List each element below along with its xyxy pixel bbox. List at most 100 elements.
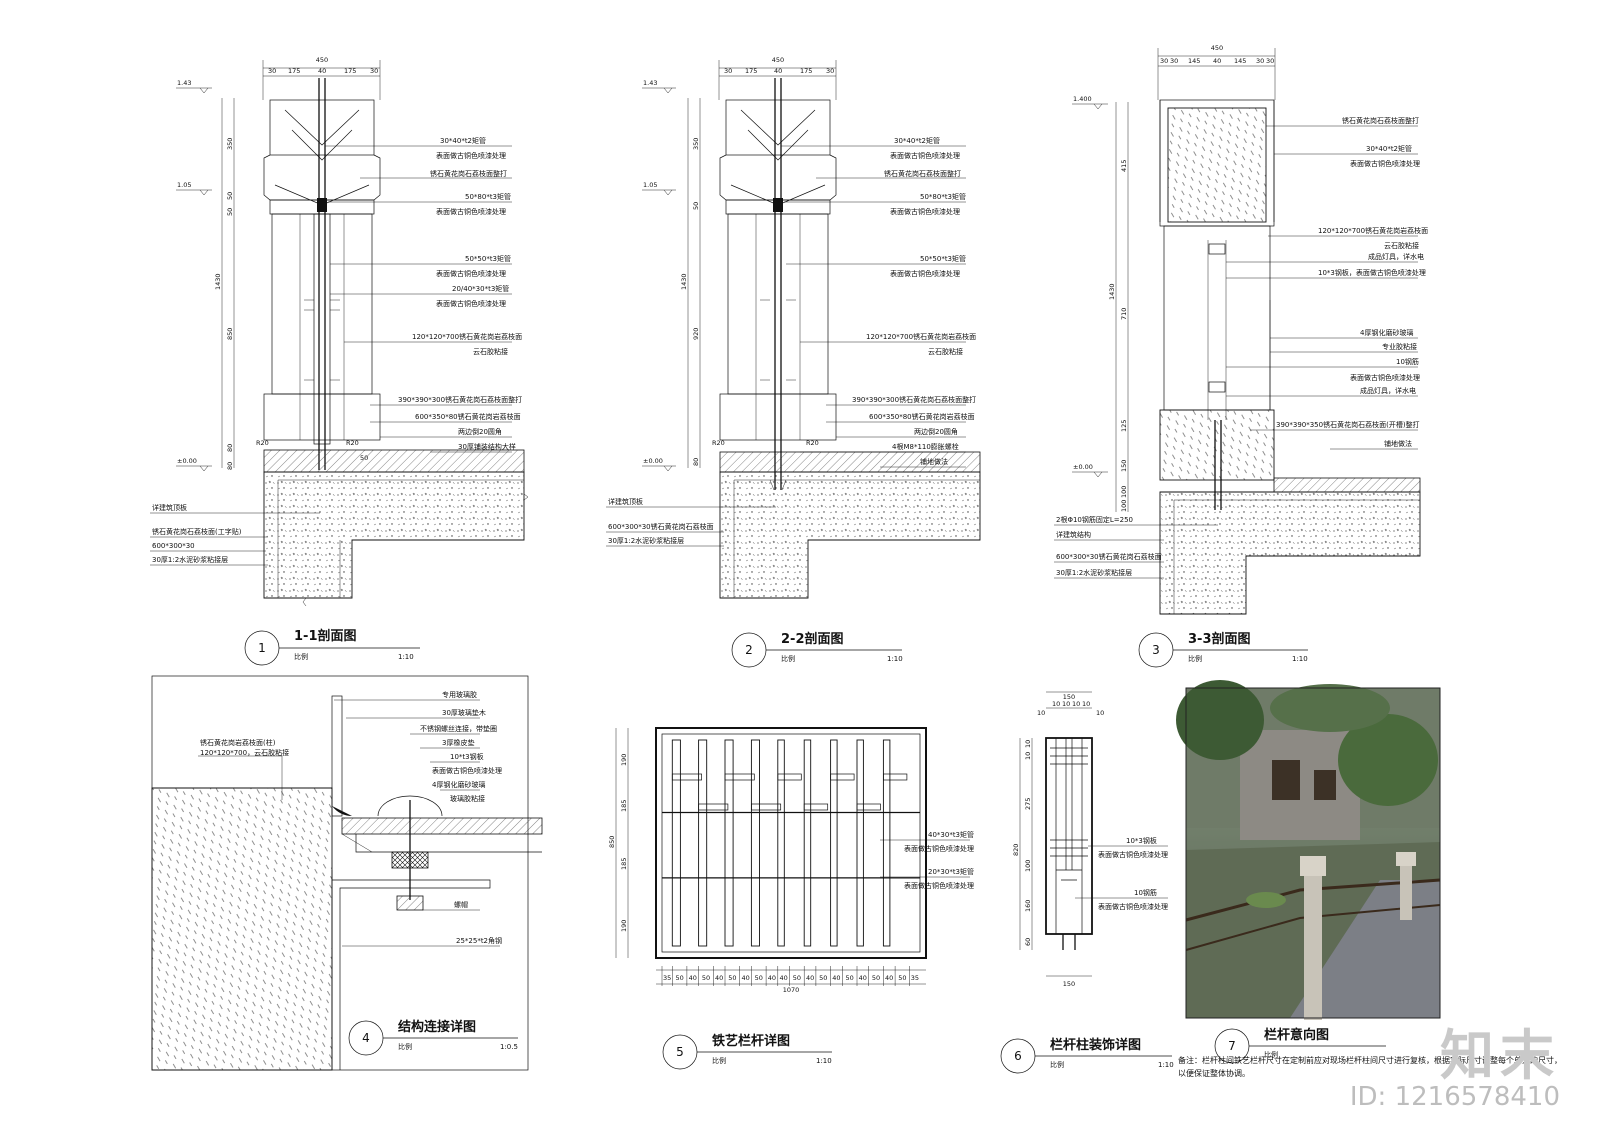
dim: 850 <box>226 328 234 340</box>
sec3-left-annotations: 2根Φ10钢筋固定L=250 详建筑结构 600*300*30锈石黄花岗石荔枝面… <box>1054 515 1218 579</box>
level-mark: ±0.00 <box>643 457 663 465</box>
annotation: 专用玻璃胶 <box>442 690 477 699</box>
annotation: 锈石黄花岗石荔枝面整打 <box>1342 116 1419 125</box>
dim: 190 <box>620 754 628 766</box>
scale-value: 1:10 <box>1292 655 1308 663</box>
drawing-number: 1 <box>258 641 266 655</box>
det5-title-block: 5 铁艺栏杆详图 比例 1:10 <box>662 1033 832 1070</box>
railing-bar <box>803 739 812 947</box>
dim: 50 <box>755 974 763 982</box>
sec3-top-dims: 450 30 30 145 40 145 30 30 <box>1160 44 1274 65</box>
annotation: 表面做古铜色喷漆处理 <box>1350 159 1420 168</box>
drawing-title: 2-2剖面图 <box>781 631 844 647</box>
radius-label: R20 <box>346 439 359 447</box>
railing-crossbar <box>724 773 755 781</box>
annotation: 螺帽 <box>454 900 468 909</box>
scale-label: 比例 <box>781 654 795 663</box>
annotation: 表面做古铜色喷漆处理 <box>436 299 506 308</box>
annotation: 600*300*30锈石黄花岗石荔枝面 <box>1056 552 1162 561</box>
dim: 150 <box>1063 980 1075 988</box>
watermark: 知末 ID: 1216578410 <box>1350 1029 1560 1112</box>
railing-bar <box>671 739 681 947</box>
railing-bar <box>698 739 708 947</box>
scale-value: 1:0.5 <box>500 1043 518 1051</box>
watermark-logo: 知末 <box>1440 1024 1560 1088</box>
dim: 185 <box>620 800 628 812</box>
sec2-slab <box>719 451 981 599</box>
railing-bar <box>750 739 760 947</box>
annotation: 表面做古铜色喷漆处理 <box>904 844 974 853</box>
dim: 50 <box>702 974 710 982</box>
dim: 80 <box>226 462 234 470</box>
detail-5-iron-railing: 190 185 850 185 190 35 50 40 50 40 50 40 50 40 40… <box>608 727 974 1070</box>
dim: 50 <box>819 974 827 982</box>
dim: 50 <box>845 974 853 982</box>
sec1-annotations: 30*40*t2矩管 表面做古铜色喷漆处理 锈石黄花岗石荔枝面整打 50*80*… <box>325 136 522 453</box>
annotation: 30厚铺装结构大样 <box>458 442 516 451</box>
drawing-number: 2 <box>745 643 753 657</box>
drawing-number: 7 <box>1228 1039 1236 1053</box>
annotation: 云石胶粘接 <box>1384 241 1419 250</box>
sec2-top-dims: 450 30 175 40 175 30 <box>724 56 834 75</box>
sec3-vert-dims: 415 1430 710 125 150 100 100 <box>1108 160 1128 512</box>
dim: 30 <box>1256 57 1264 65</box>
dim: 175 <box>745 67 757 75</box>
dim: 40 <box>806 974 814 982</box>
railing-crossbar <box>777 773 802 781</box>
scale-label: 比例 <box>398 1042 412 1051</box>
dim: 175 <box>800 67 812 75</box>
det5-annotations: 40*30*t3矩管 表面做古铜色喷漆处理 20*30*t3矩管 表面做古铜色喷… <box>880 830 974 890</box>
level-mark: 1.43 <box>643 79 657 87</box>
dim: 125 <box>1120 420 1128 432</box>
sec2-column: R20 R20 <box>712 78 837 490</box>
dim: 50 <box>226 208 234 216</box>
dim: 10 <box>1072 700 1080 708</box>
dim: 350 <box>226 138 234 150</box>
dim: 40 <box>885 974 893 982</box>
sec1-vert-dims: 350 50 50 1430 850 80 80 <box>214 138 234 470</box>
sec3-column <box>1159 99 1275 510</box>
drawing-title: 结构连接详图 <box>398 1019 476 1035</box>
drawing-number: 5 <box>676 1045 684 1059</box>
level-mark: 1.05 <box>177 181 191 189</box>
dim: 40 <box>832 974 840 982</box>
railing-crossbar <box>883 773 908 781</box>
drawing-title: 1-1剖面图 <box>294 628 357 644</box>
annotation: 锈石黄花岗石荔枝面整打 <box>884 169 961 178</box>
dim: 40 <box>859 974 867 982</box>
dim: 30 <box>724 67 732 75</box>
scale-value: 1:10 <box>398 653 414 661</box>
railing-crossbar <box>698 803 729 811</box>
railing-crossbar <box>830 773 855 781</box>
dim: 40 <box>1213 57 1221 65</box>
level-mark: 1.43 <box>177 79 191 87</box>
annotation: 表面做古铜色喷漆处理 <box>1098 850 1168 859</box>
railing-bar <box>882 739 891 947</box>
drawing-title: 铁艺栏杆详图 <box>711 1033 790 1049</box>
annotation: 4根M8*110膨胀螺栓 <box>892 442 959 451</box>
dim: 40 <box>689 974 697 982</box>
dim: 35 <box>663 974 671 982</box>
sec3-annotations: 锈石黄花岗石荔枝面整打 30*40*t2矩管 表面做古铜色喷漆处理 120*12… <box>1226 116 1428 450</box>
dim: 185 <box>620 858 628 870</box>
dim: 850 <box>608 836 616 848</box>
dim: 10 <box>1037 709 1045 717</box>
annotation: 50*50*t3矩管 <box>920 254 966 263</box>
annotation: 玻璃胶粘接 <box>450 794 485 803</box>
drawing-title: 3-3剖面图 <box>1188 631 1251 647</box>
dim: 40 <box>715 974 723 982</box>
scale-label: 比例 <box>294 652 308 661</box>
dim: 50 <box>872 974 880 982</box>
det4-title-block: 4 结构连接详图 比例 1:0.5 <box>348 1019 518 1056</box>
annotation: 3厚橡皮垫 <box>442 738 474 747</box>
annotation: 30厚玻璃垫木 <box>442 708 486 717</box>
annotation: 云石胶粘接 <box>473 347 508 356</box>
dim: 100 <box>1120 486 1128 498</box>
annotation: 4厚钢化磨砂玻璃 <box>1360 328 1413 337</box>
annotation: 20/40*30*t3矩管 <box>452 284 509 293</box>
section-3-3: 450 30 30 145 40 145 30 30 1.400 ±0.00 4… <box>1054 44 1428 668</box>
railing-bar <box>830 739 838 947</box>
det5-left-dims: 190 185 850 185 190 <box>608 754 628 932</box>
